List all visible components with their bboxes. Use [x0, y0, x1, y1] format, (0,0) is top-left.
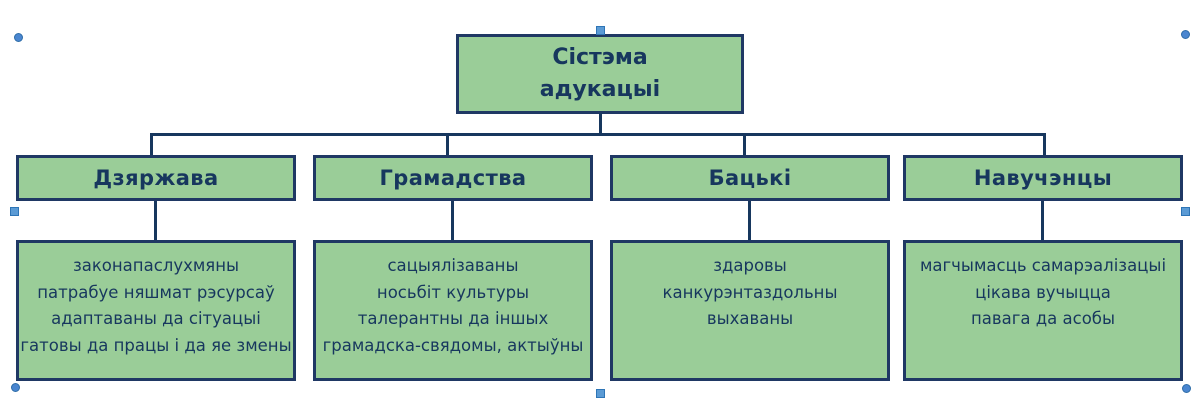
branch-header-label: Навучэнцы — [973, 166, 1113, 190]
selection-handle-top-left[interactable] — [14, 33, 23, 42]
branch-header-batski[interactable]: Бацькі — [610, 155, 890, 201]
branch-body-hramadstva[interactable]: сацыялізаваны носьбіт культуры талерантн… — [313, 240, 593, 381]
connector-header-body-4 — [1041, 200, 1044, 242]
root-node-line-2: адукацыі — [539, 77, 661, 102]
selection-handle-middle-left[interactable] — [10, 207, 19, 216]
branch-header-navuchentsy[interactable]: Навучэнцы — [903, 155, 1183, 201]
attribute-line: гатовы да працы і да яе змены — [20, 336, 292, 356]
connector-header-body-1 — [154, 200, 157, 242]
connector-drop-branch-2 — [446, 133, 449, 156]
attribute-line: патрабуе няшмат рэсурсаў — [37, 282, 275, 302]
branch-header-label: Грамадства — [379, 166, 527, 190]
selection-handle-top-center[interactable] — [596, 26, 605, 35]
root-node-education-system[interactable]: Сістэма адукацыі — [456, 34, 744, 114]
attribute-line: магчымасць самарэалізацыі — [919, 256, 1167, 275]
attribute-line: цікава вучыцца — [975, 282, 1111, 302]
branch-body-batski[interactable]: здаровы канкурэнтаздольны выхаваны — [610, 240, 890, 381]
selection-handle-top-right[interactable] — [1181, 30, 1190, 39]
branch-header-dzyarzhava[interactable]: Дзяржава — [16, 155, 296, 201]
attribute-line: законапаслухмяны — [72, 256, 240, 275]
selection-handle-bottom-right[interactable] — [1182, 384, 1191, 393]
branch-header-label: Бацькі — [708, 166, 792, 190]
attribute-line: канкурэнтаздольны — [662, 282, 838, 302]
root-node-line-1: Сістэма — [552, 45, 648, 71]
connector-header-body-3 — [748, 200, 751, 242]
connector-drop-branch-1 — [150, 133, 153, 156]
branch-body-navuchentsy[interactable]: магчымасць самарэалізацыі цікава вучыцца… — [903, 240, 1183, 381]
attribute-line: носьбіт культуры — [376, 282, 530, 302]
branch-header-hramadstva[interactable]: Грамадства — [313, 155, 593, 201]
attribute-line: здаровы — [713, 256, 787, 275]
attribute-line: талерантны да іншых — [357, 309, 549, 329]
attribute-line: грамадска-свядомы, актыўны — [322, 336, 584, 356]
connector-header-body-2 — [451, 200, 454, 242]
attribute-line: выхаваны — [706, 309, 794, 329]
selection-handle-bottom-center[interactable] — [596, 389, 605, 398]
attribute-line: павага да асобы — [970, 309, 1115, 329]
connector-drop-branch-3 — [743, 133, 746, 156]
branch-body-dzyarzhava[interactable]: законапаслухмяны патрабуе няшмат рэсурса… — [16, 240, 296, 381]
connector-root-stem — [599, 113, 602, 135]
selection-handle-middle-right[interactable] — [1181, 207, 1190, 216]
attribute-line: адаптаваны да сітуацыі — [51, 309, 261, 329]
branch-header-label: Дзяржава — [93, 166, 219, 190]
connector-drop-branch-4 — [1043, 133, 1046, 156]
connector-horizontal-bus — [150, 133, 1046, 136]
attribute-line: сацыялізаваны — [387, 256, 519, 275]
selection-handle-bottom-left[interactable] — [11, 383, 20, 392]
